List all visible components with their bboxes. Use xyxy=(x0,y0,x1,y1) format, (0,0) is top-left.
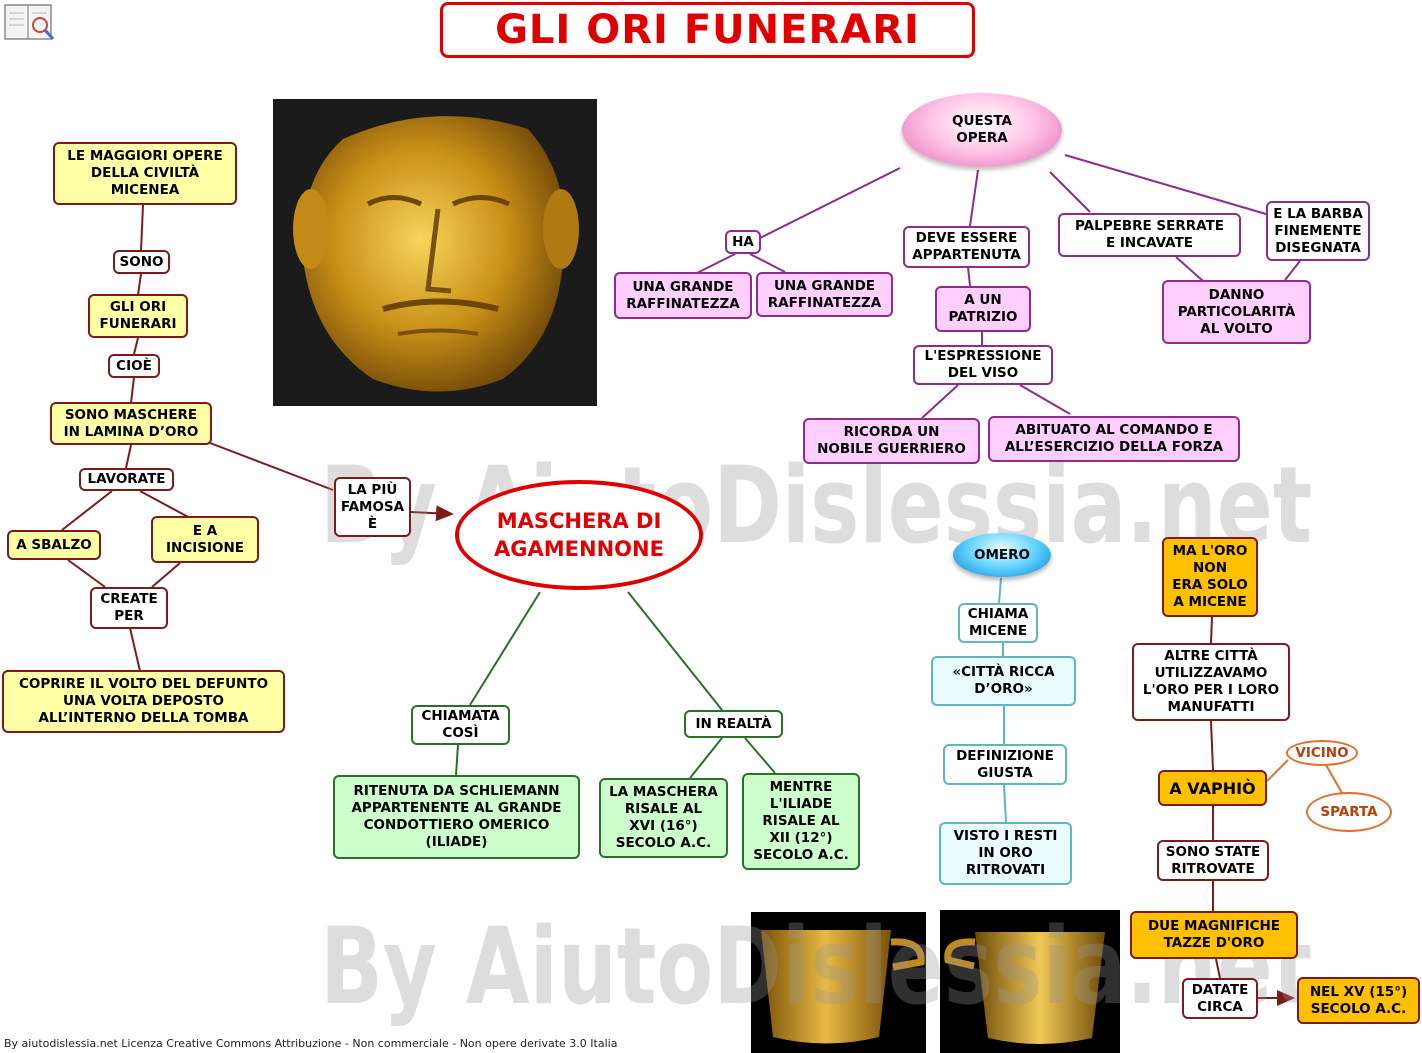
gold-cup-photo-2 xyxy=(940,910,1120,1053)
node-citta-ricca-doro: «CITTÀ RICCA D’ORO» xyxy=(931,656,1076,706)
node-gli-ori-funerari: GLI ORI FUNERARI xyxy=(88,294,188,338)
node-lavorate: LAVORATE xyxy=(79,468,174,491)
node-barba-disegnata: E LA BARBA FINEMENTE DISEGNATA xyxy=(1266,201,1370,261)
main-title: GLI ORI FUNERARI xyxy=(440,2,975,58)
node-ma-loro-non: MA L'ORO NON ERA SOLO A MICENE xyxy=(1162,537,1258,617)
node-visto-i-resti: VISTO I RESTI IN ORO RITROVATI xyxy=(939,822,1072,885)
node-maggiori-opere: LE MAGGIORI OPERE DELLA CIVILTÀ MICENEA xyxy=(53,142,237,205)
mask-photo xyxy=(273,99,597,406)
node-e-a-incisione: E A INCISIONE xyxy=(151,516,259,563)
golden-mask-image xyxy=(293,116,579,392)
bubble-omero: OMERO xyxy=(953,533,1051,577)
node-sono-maschere: SONO MASCHERE IN LAMINA D’ORO xyxy=(50,402,212,445)
node-chiama-micene: CHIAMA MICENE xyxy=(958,603,1038,643)
node-abituato-al-comando: ABITUATO AL COMANDO E ALL’ESERCIZIO DELL… xyxy=(988,416,1240,462)
node-danno-particolarita: DANNO PARTICOLARITÀ AL VOLTO xyxy=(1162,280,1311,344)
node-a-vaphio: A VAPHIÒ xyxy=(1158,770,1267,806)
node-maschera-risale: LA MASCHERA RISALE AL XVI (16°) SECOLO A… xyxy=(599,778,728,858)
node-ritenuta-da-schliemann: RITENUTA DA SCHLIEMANN APPARTENENTE AL G… xyxy=(333,775,580,859)
node-due-magnifiche-tazze: DUE MAGNIFICHE TAZZE D'ORO xyxy=(1130,911,1298,959)
node-raffinatezza-1: UNA GRANDE RAFFINATEZZA xyxy=(614,272,752,319)
node-vicino: VICINO xyxy=(1286,740,1358,766)
node-cioe: CIOÈ xyxy=(108,354,160,378)
node-espressione-del-viso: L'ESPRESSIONE DEL VISO xyxy=(913,345,1053,385)
node-ricorda-un-nobile-guerriero: RICORDA UN NOBILE GUERRIERO xyxy=(803,418,980,464)
node-la-piu-famosa: LA PIÙ FAMOSA È xyxy=(334,477,411,537)
node-in-realta: IN REALTÀ xyxy=(684,710,783,738)
node-palpebre-serrate: PALPEBRE SERRATE E INCAVATE xyxy=(1058,213,1241,257)
node-a-sbalzo: A SBALZO xyxy=(7,530,101,560)
node-coprire-il-volto: COPRIRE IL VOLTO DEL DEFUNTO UNA VOLTA D… xyxy=(2,670,285,733)
node-a-un-patrizio: A UN PATRIZIO xyxy=(935,286,1031,332)
node-altre-citta: ALTRE CITTÀ UTILIZZAVAMO L'ORO PER I LOR… xyxy=(1132,643,1290,721)
gold-cup-image xyxy=(761,930,925,1044)
node-sono: SONO xyxy=(113,250,170,274)
node-nel-xv-secolo: NEL XV (15°) SECOLO A.C. xyxy=(1297,977,1420,1024)
node-ha: HA xyxy=(725,230,761,254)
node-definizione-giusta: DEFINIZIONE GIUSTA xyxy=(943,744,1067,785)
node-chiamata-cosi: CHIAMATA COSÌ xyxy=(411,705,510,745)
node-create-per: CREATE PER xyxy=(90,587,168,629)
node-datate-circa: DATATE CIRCA xyxy=(1182,978,1258,1019)
gold-cup-image xyxy=(944,932,1105,1044)
node-deve-essere-appartenuta: DEVE ESSERE APPARTENUTA xyxy=(903,226,1030,268)
central-concept-maschera-di-agamennone: MASCHERA DI AGAMENNONE xyxy=(455,480,703,590)
gold-cup-photo-1 xyxy=(751,912,926,1053)
node-sono-state-ritrovate: SONO STATE RITROVATE xyxy=(1157,840,1269,881)
node-sparta: SPARTA xyxy=(1306,792,1392,832)
book-logo-icon xyxy=(4,4,55,40)
node-mentre-iliade: MENTRE L'ILIADE RISALE AL XII (12°) SECO… xyxy=(742,773,860,870)
bubble-questa-opera: QUESTA OPERA xyxy=(902,93,1062,167)
license-footer: By aiutodislessia.net Licenza Creative C… xyxy=(4,1037,618,1050)
node-raffinatezza-2: UNA GRANDE RAFFINATEZZA xyxy=(756,272,893,317)
